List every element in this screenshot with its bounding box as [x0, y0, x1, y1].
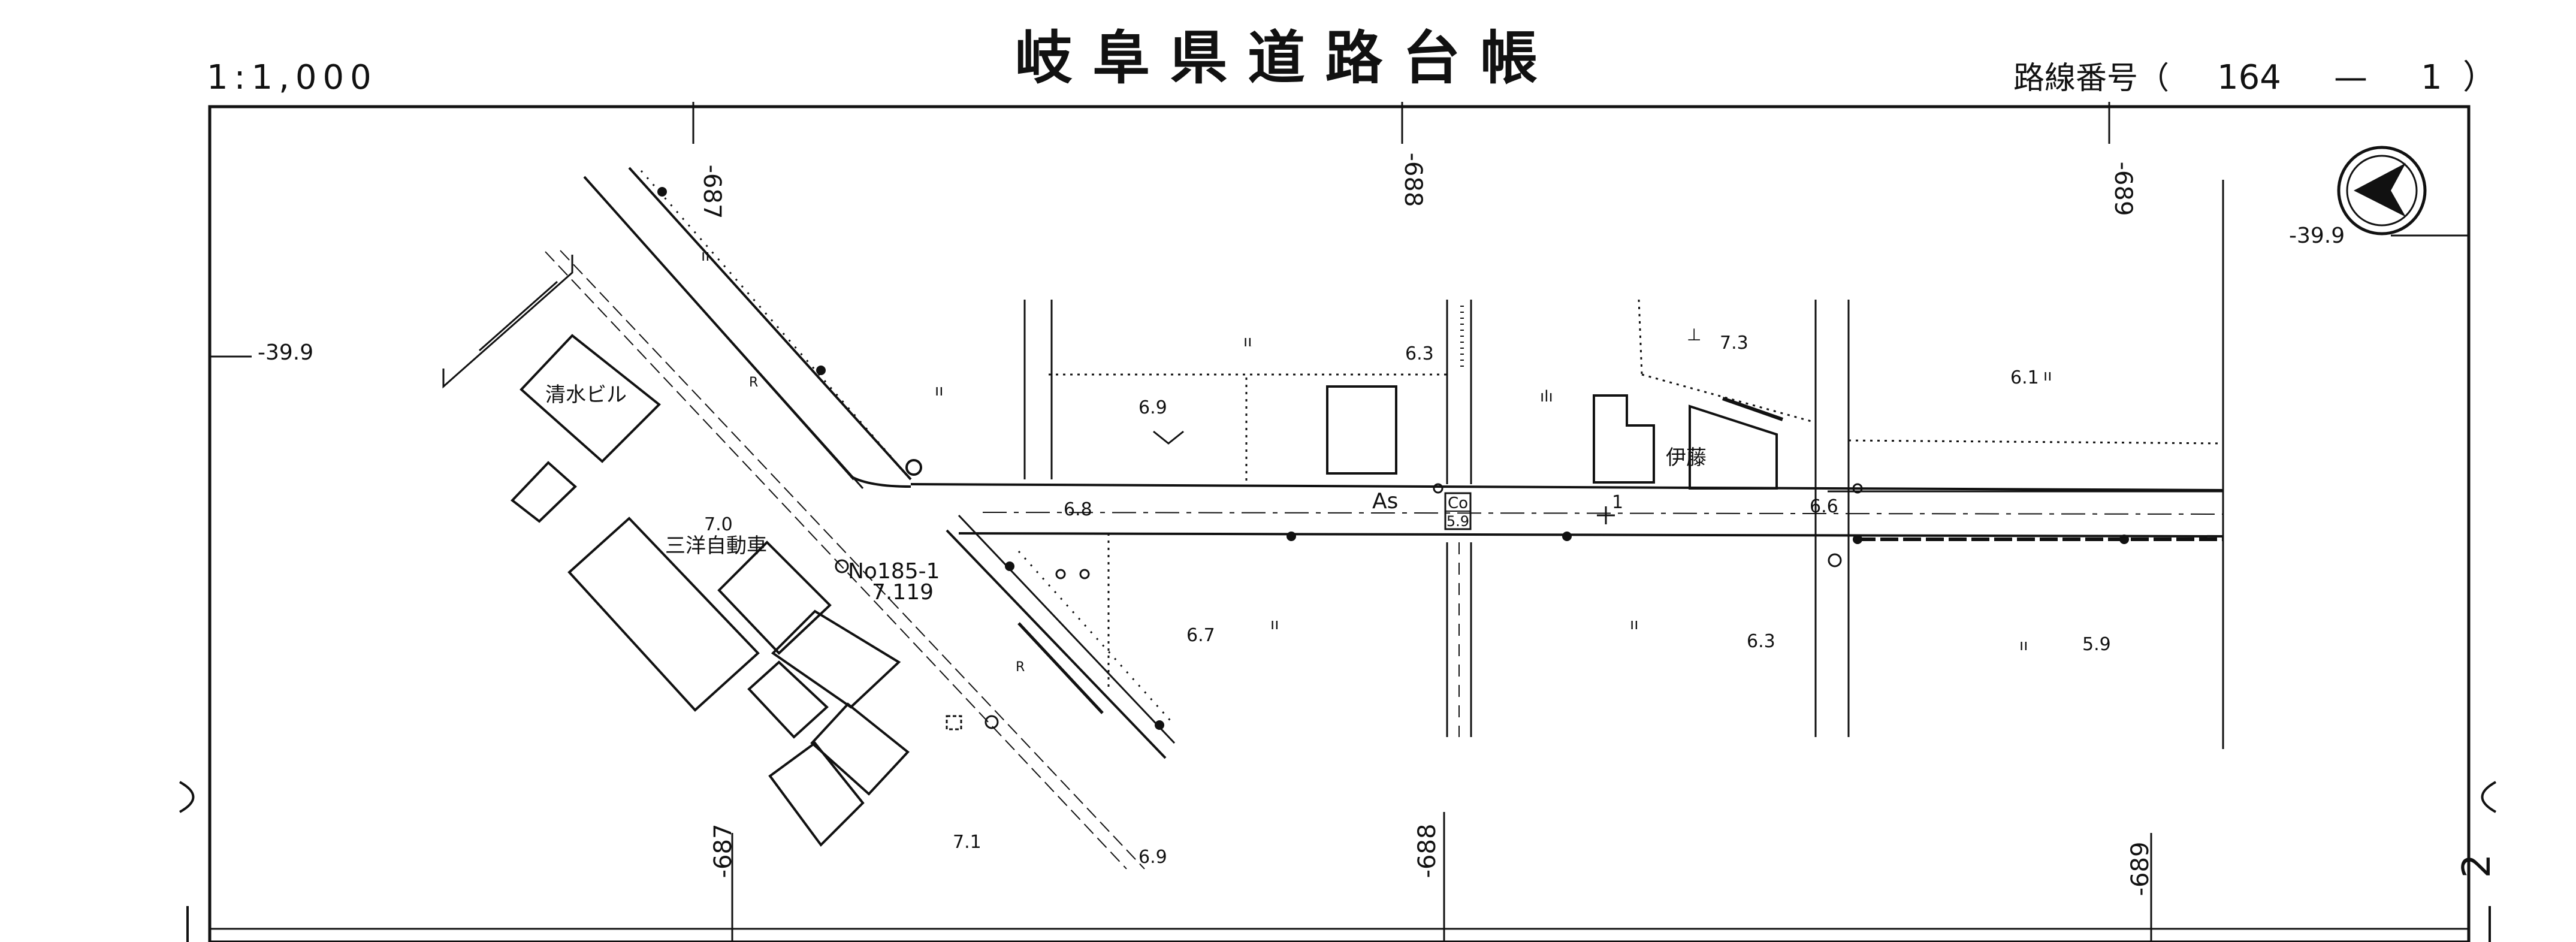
elev-6: 7.3: [1720, 333, 1748, 354]
grid-label-x-bottom-2: -688: [1414, 824, 1441, 878]
road-marker: 1: [1612, 492, 1623, 513]
elev-3: 6.8: [1064, 499, 1092, 520]
svg-text:ıı: ıı: [935, 382, 943, 400]
rice-field-icons: rice-field ıı ıı ıı ılı ıı ıı ıı ıı ⊥: [701, 247, 2052, 654]
station-mark-icon: [835, 559, 849, 573]
grid-label-x-top-3: -689: [2109, 162, 2137, 216]
route-number-sub: 1: [2421, 58, 2442, 97]
grid-label-y-right: -39.9: [2289, 224, 2345, 248]
route-close: ）: [2463, 58, 2496, 97]
label-shimizu-building: 清水ビル: [545, 383, 627, 407]
elev-5: 6.3: [1405, 343, 1434, 364]
left-binding-mark: [179, 781, 195, 813]
building-small-1: [511, 461, 577, 523]
svg-text:ıı: ıı: [1630, 615, 1638, 633]
svg-text:ıı: ıı: [701, 247, 709, 265]
elev-9: 6.3: [1747, 631, 1775, 652]
label-sanyo-motors: 三洋自動車: [665, 534, 767, 558]
rice-field-icon-1: rice-field: [1249, 345, 1252, 347]
buildings: [511, 334, 1783, 847]
right-binding-mark: [2481, 781, 2496, 813]
elev-10: 5.9: [2082, 634, 2111, 655]
svg-text:ıı: ıı: [2019, 636, 2028, 654]
svg-text:ıı: ıı: [1270, 615, 1279, 633]
grid-label-x-top-1: -687: [698, 165, 726, 219]
north-arrow-icon: [2337, 146, 2427, 236]
route-number-main: 164: [2217, 58, 2281, 97]
surface-as: As: [1372, 489, 1398, 514]
building-ito-1: [1593, 394, 1655, 484]
elev-7: 6.6: [1810, 496, 1838, 517]
label-ito: 伊藤: [1666, 446, 1707, 470]
station-elevation: 7.119: [872, 580, 934, 605]
orchard-icon: [1153, 430, 1184, 445]
route-number: 路線番号（ 164 — 1 ）: [2013, 58, 2496, 97]
surface-co: Co: [1448, 494, 1468, 512]
elev-4: 6.7: [1186, 625, 1215, 646]
spot-elevations: 7.0 6.9 6.8 6.7 6.3 7.3 6.6 6.1 6.3 5.9 …: [704, 333, 2111, 868]
grid-ticks: [210, 102, 2469, 942]
page-number: 2: [2455, 854, 2499, 878]
station-label: No185-1: [848, 559, 940, 584]
elev-8: 6.1: [2010, 367, 2039, 388]
building-ito-2: [1689, 404, 1778, 490]
diagonal-road: [545, 167, 1176, 869]
route-number-dash: —: [2334, 58, 2367, 97]
svg-text:⊥: ⊥: [1687, 325, 1701, 345]
svg-text:ıı: ıı: [2043, 367, 2052, 385]
main-road: [910, 483, 2224, 541]
map-symbols: [657, 187, 2129, 730]
elev-11: 7.1: [953, 832, 982, 853]
building-sanyo: [567, 517, 760, 712]
route-label: 路線番号（: [2013, 61, 2169, 96]
scale-label: 1:1,000: [207, 58, 378, 97]
map-frame: [208, 105, 2471, 942]
building-shimizu: [520, 334, 662, 463]
building-rect-1: [1326, 385, 1397, 475]
elev-1: 7.0: [704, 514, 733, 535]
grid-label-x-top-2: -688: [1399, 153, 1427, 207]
elev-12: 6.9: [1138, 847, 1167, 868]
svg-text:ıı: ıı: [1243, 333, 1252, 351]
elev-2: 6.9: [1138, 397, 1167, 418]
svg-text:ılı: ılı: [1540, 388, 1553, 406]
r-mark-2: R: [1016, 660, 1025, 675]
co-width: 5.9: [1446, 513, 1469, 530]
side-roads: [442, 180, 2224, 749]
grid-label-x-bottom-1: -687: [709, 824, 737, 878]
r-mark-1: R: [749, 375, 758, 390]
grid-label-y-left: -39.9: [258, 340, 313, 365]
grid-label-x-bottom-3: -689: [2127, 842, 2154, 896]
map-title: 岐 阜 県 道 路 台 帳: [1015, 25, 1538, 92]
